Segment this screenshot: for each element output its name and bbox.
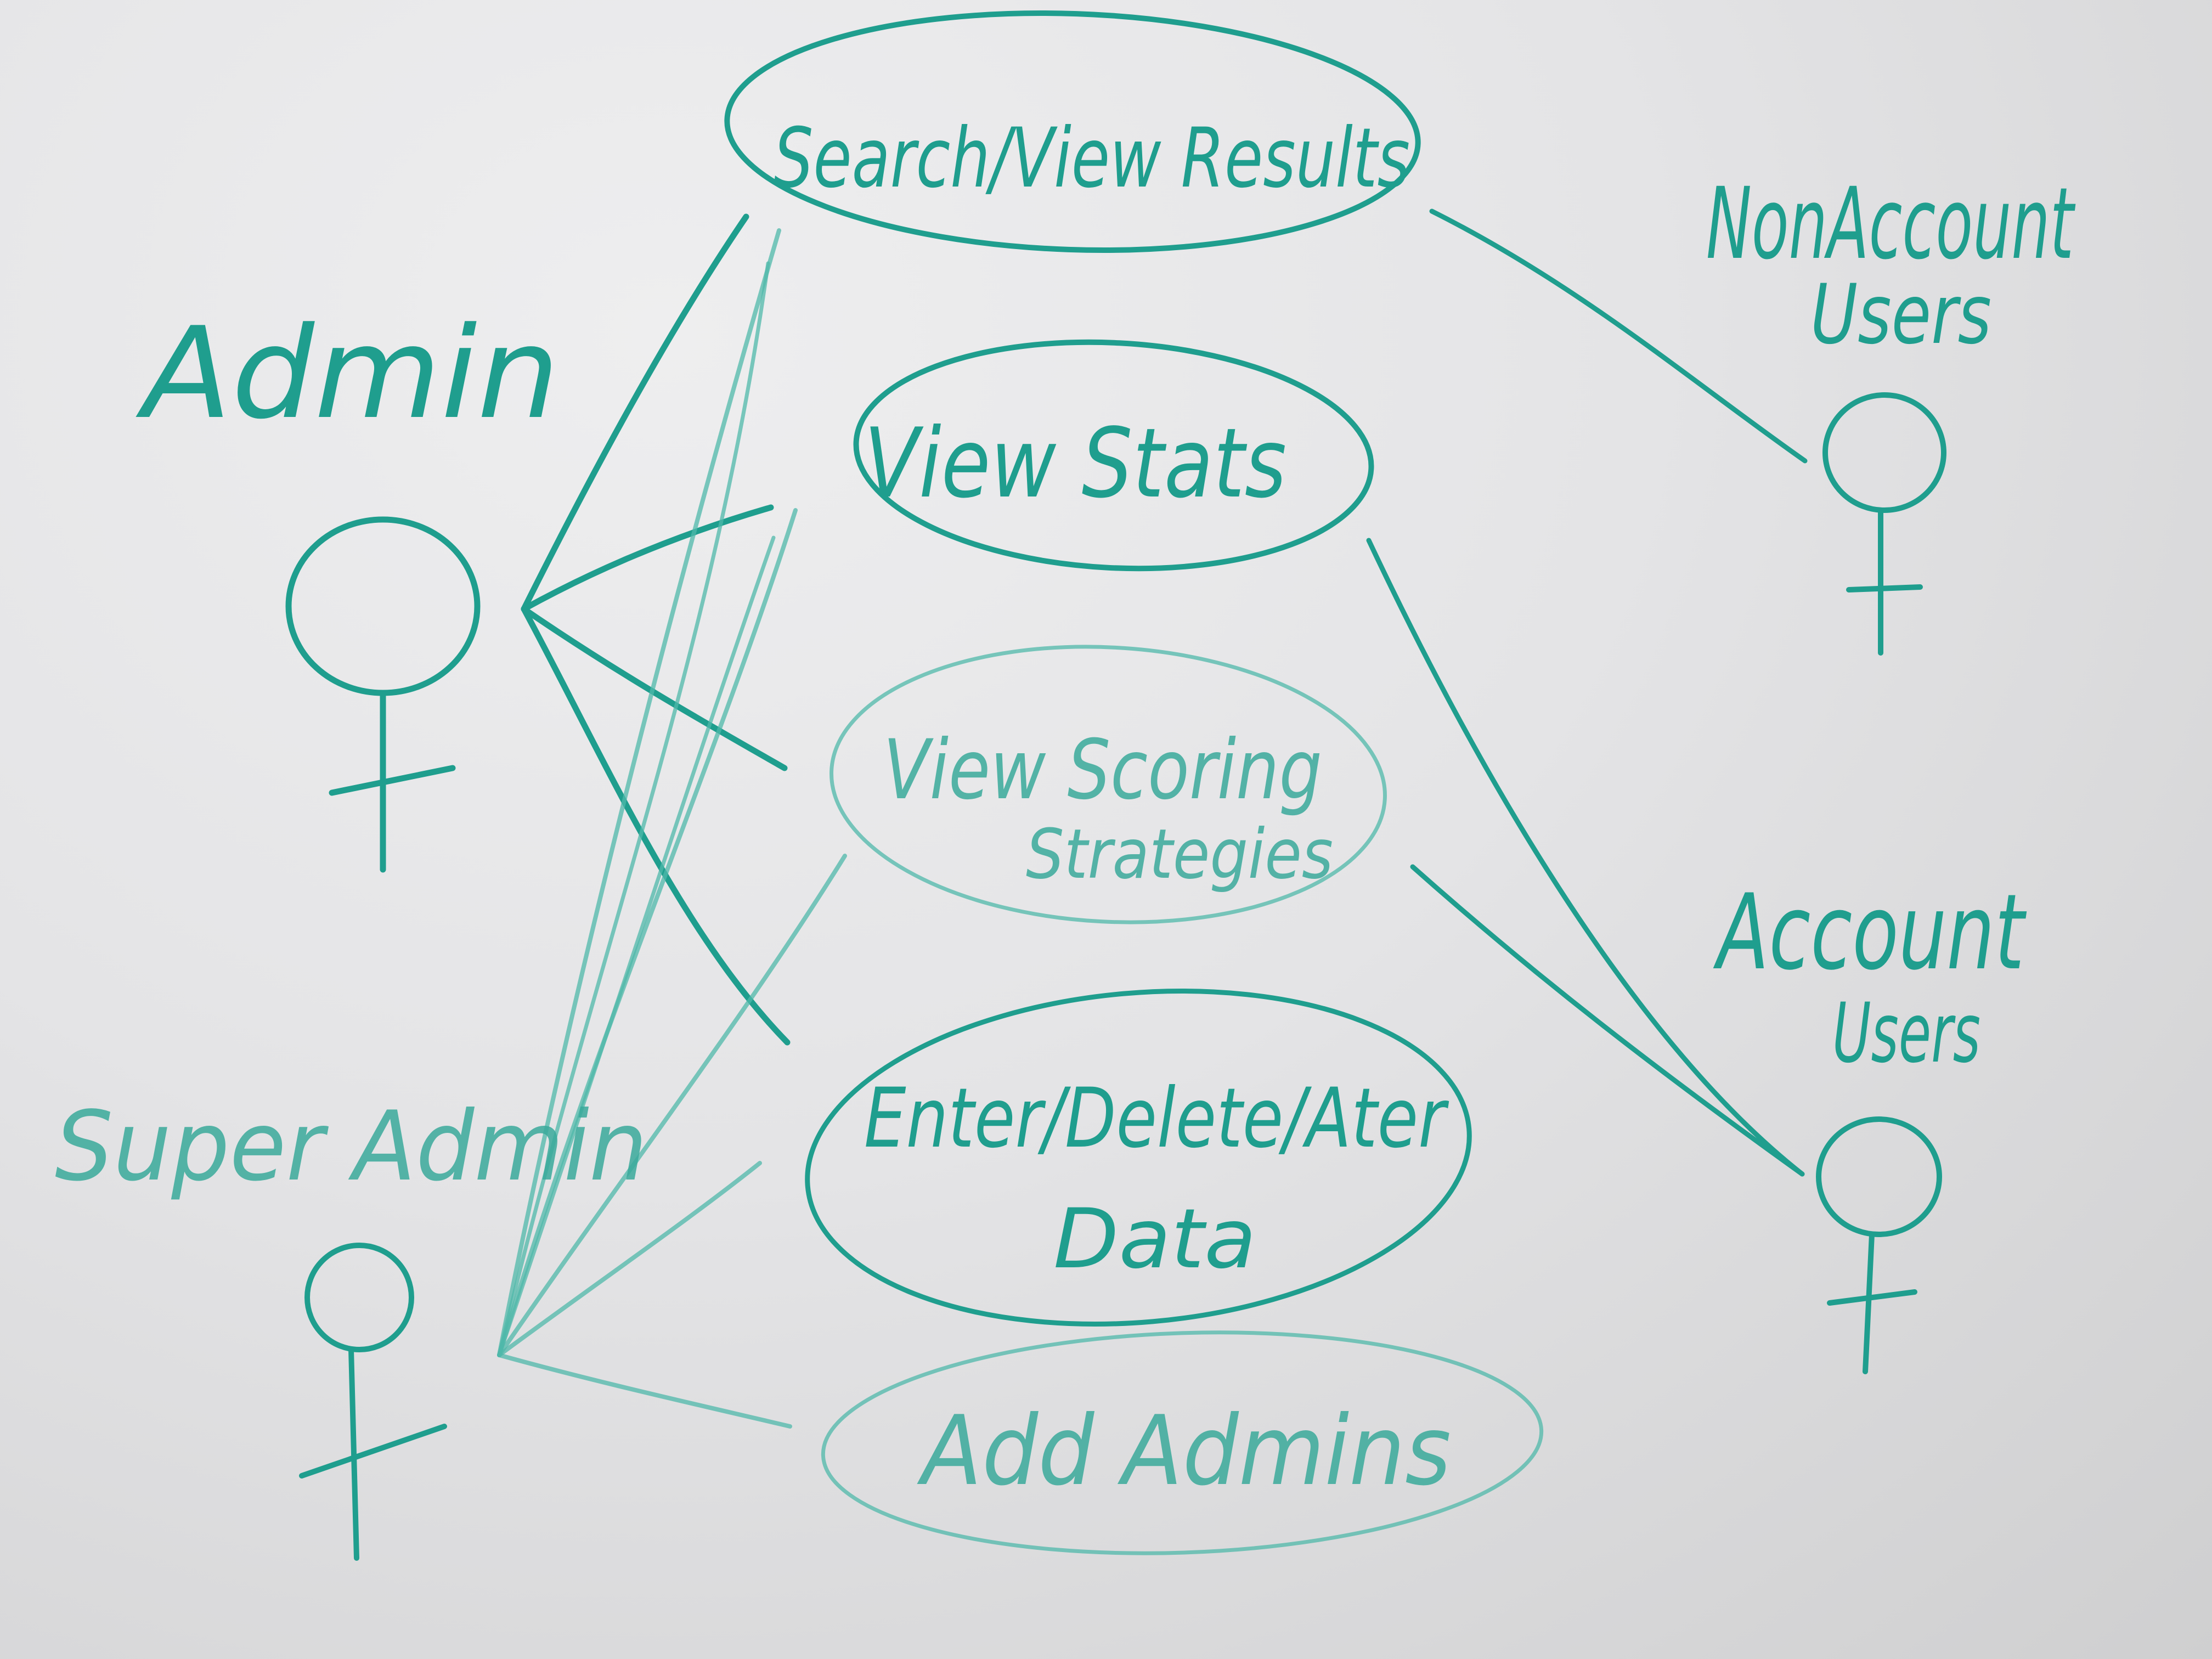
use-case-label-line1: View Scoring <box>883 723 1322 818</box>
line-superadmin-enterdata <box>497 1161 762 1357</box>
actor-label-line1: NonAccount <box>1706 167 2076 281</box>
use-case-enter-delete-alter-data: Enter/Delete/Ater Data <box>805 989 1472 1327</box>
actor-head <box>304 1243 414 1352</box>
use-case-ellipse <box>821 1330 1544 1555</box>
association-lines <box>497 208 1808 1429</box>
use-case-label: Search/View Results <box>774 111 1410 206</box>
line-superadmin-viewstats-2 <box>497 535 776 1357</box>
actor-label-line2: Users <box>1810 267 1991 363</box>
use-case-ellipse <box>805 989 1472 1327</box>
line-admin-viewstats <box>521 504 774 612</box>
actor-body <box>348 1347 359 1561</box>
line-superadmin-search <box>497 228 781 1357</box>
actor-arms <box>1846 584 1923 592</box>
line-superadmin-scoring <box>497 854 847 1357</box>
use-case-ellipse <box>830 645 1387 924</box>
actor-super-admin: Super Admin <box>55 1091 647 1561</box>
actor-arms <box>299 1424 447 1479</box>
use-case-search-view-results: Search/View Results <box>724 10 1421 253</box>
use-case-label-line2: Data <box>1053 1192 1256 1287</box>
use-case-view-stats: View Stats <box>853 339 1374 572</box>
actor-admin: Admin <box>136 301 560 873</box>
actor-label: Admin <box>136 301 560 447</box>
actor-body <box>1863 1232 1875 1374</box>
line-admin-scoring <box>521 606 788 771</box>
actor-arms <box>329 765 456 796</box>
use-case-view-scoring-strategies: View Scoring Strategies <box>830 645 1387 924</box>
actor-arms <box>1827 1289 1917 1306</box>
actor-label-line2: Users <box>1832 986 1980 1081</box>
use-case-ellipse <box>853 339 1374 572</box>
use-case-label: Add Admins <box>917 1396 1451 1507</box>
line-account-viewstats <box>1366 538 1805 1177</box>
use-case-label-line1: Enter/Delete/Ater <box>864 1071 1449 1166</box>
line-nonaccount-search <box>1429 208 1808 464</box>
actor-head <box>1822 392 1946 513</box>
actor-head <box>1816 1116 1942 1237</box>
actor-account-users: Account Users <box>1713 872 2027 1374</box>
line-admin-search <box>521 213 749 612</box>
actor-label: Super Admin <box>55 1091 647 1203</box>
line-superadmin-addadmins <box>497 1353 792 1429</box>
use-case-label-line2: Strategies <box>1026 815 1333 894</box>
use-case-add-admins: Add Admins <box>821 1330 1544 1555</box>
line-superadmin-viewstats <box>497 508 798 1357</box>
actor-head <box>285 516 481 696</box>
use-case-label: View Stats <box>864 408 1286 520</box>
use-case-ellipse <box>724 10 1421 253</box>
actor-label-line1: Account <box>1713 872 2027 993</box>
line-admin-enterdata <box>521 606 791 1046</box>
line-superadmin-search-2 <box>497 261 770 1357</box>
line-account-scoring <box>1410 864 1805 1177</box>
actor-non-account-users: NonAccount Users <box>1706 167 2076 656</box>
